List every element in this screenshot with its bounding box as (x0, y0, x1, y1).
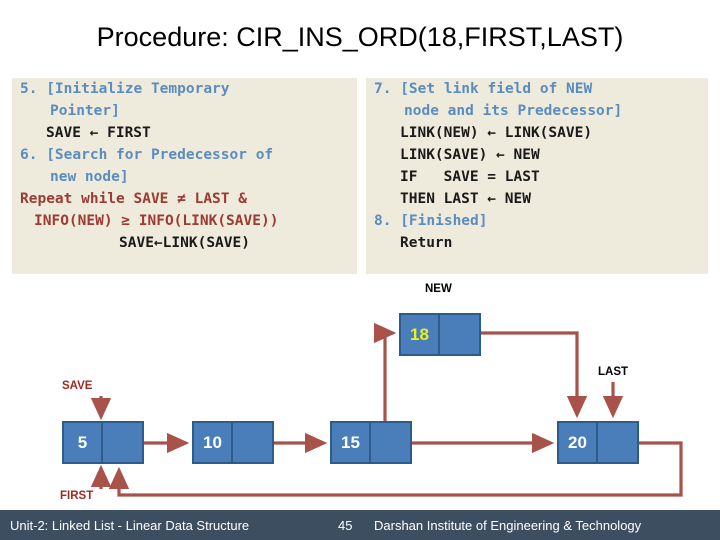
footer-bar: Unit-2: Linked List - Linear Data Struct… (0, 510, 720, 540)
code-line: new node] (50, 169, 129, 185)
node-link-cell (371, 423, 410, 462)
code-line: LINK(NEW) ← LINK(SAVE) (400, 125, 593, 141)
code-line: node and its Predecessor] (404, 103, 623, 119)
code-line: 5. [Initialize Temporary (20, 81, 230, 97)
first-label: FIRST (60, 490, 94, 502)
node-info-cell: 20 (559, 423, 598, 462)
code-line: 6. [Search for Predecessor of (20, 147, 274, 163)
node-link-cell (103, 423, 142, 462)
code-line: IF SAVE = LAST (400, 169, 540, 185)
linked-list-diagram: 18 5 10 15 20 NEW SAVE LAST FIRST (0, 274, 720, 510)
code-line: LINK(SAVE) ← NEW (400, 147, 540, 163)
node-15: 15 (330, 421, 412, 464)
code-line: 8. [Finished] (374, 213, 488, 229)
code-line: SAVE←LINK(SAVE) (119, 235, 250, 251)
code-line: Pointer] (50, 103, 120, 119)
code-line: Return (400, 235, 453, 251)
node-info-cell: 15 (332, 423, 371, 462)
page-title: Procedure: CIR_INS_ORD(18,FIRST,LAST) (96, 22, 624, 52)
footer-page-number: 45 (338, 517, 353, 533)
node-link-cell (440, 315, 479, 354)
code-line: Repeat while SAVE ≠ LAST & (20, 191, 247, 207)
node-info-cell: 10 (194, 423, 233, 462)
link-arrows (90, 322, 683, 497)
node-info-cell: 5 (64, 423, 103, 462)
footer-unit-text: Unit-2: Linked List - Linear Data Struct… (10, 517, 250, 533)
new-node: 18 (399, 313, 481, 356)
last-label: LAST (598, 366, 629, 378)
new-label: NEW (425, 283, 452, 295)
node-link-cell (598, 423, 637, 462)
node-link-cell (233, 423, 272, 462)
code-line: SAVE ← FIRST (46, 125, 151, 141)
code-line: THEN LAST ← NEW (400, 191, 531, 207)
code-line: INFO(NEW) ≥ INFO(LINK(SAVE)) (34, 213, 279, 229)
footer-organization: Darshan Institute of Engineering & Techn… (374, 517, 642, 533)
pseudocode-panel-right: 7. [Set link field of NEW node and its Pr… (366, 78, 708, 274)
save-label: SAVE (62, 380, 93, 392)
node-info-cell: 18 (401, 315, 440, 354)
node-5: 5 (62, 421, 144, 464)
node-20: 20 (557, 421, 639, 464)
node-10: 10 (192, 421, 274, 464)
code-line: 7. [Set link field of NEW (374, 81, 593, 97)
